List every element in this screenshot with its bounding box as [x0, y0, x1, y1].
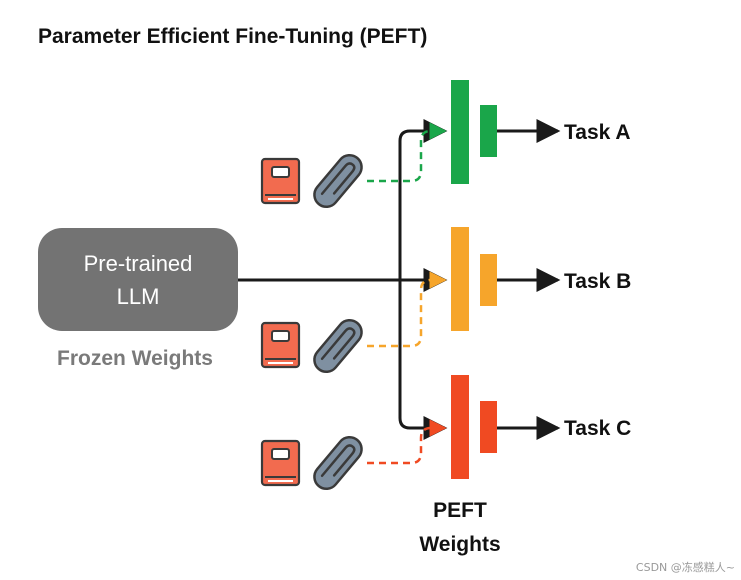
- main-connectors: [238, 119, 448, 440]
- adapter-a-short-bar: [480, 105, 497, 157]
- task-b-label: Task B: [564, 270, 631, 293]
- paperclip-icon: [313, 435, 363, 491]
- adapter-b-short-bar: [480, 254, 497, 306]
- peft-label-line2: Weights: [419, 533, 500, 556]
- peft-label-line1: PEFT: [433, 499, 487, 522]
- book-icon: [260, 439, 301, 487]
- dashed-connector-c: [367, 419, 447, 465]
- adapter-c-tall-bar: [451, 375, 469, 479]
- llm-label-line1: Pre-trained: [84, 251, 193, 276]
- task-c-label: Task C: [564, 417, 631, 440]
- dashed-connector-a: [367, 122, 447, 183]
- llm-box: [38, 228, 238, 331]
- adapter-b: [451, 227, 561, 331]
- watermark: CSDN @冻感糕人~: [636, 560, 735, 574]
- adapter-a: [451, 80, 561, 184]
- dashed-connector-b: [367, 271, 447, 348]
- paperclip-icon: [313, 153, 363, 209]
- llm-label-line2: LLM: [117, 284, 160, 309]
- book-icon: [260, 321, 301, 369]
- diagram-title: Parameter Efficient Fine-Tuning (PEFT): [38, 25, 427, 48]
- task-a-label: Task A: [564, 121, 631, 144]
- branch-line-a: [398, 119, 448, 280]
- adapter-c-short-bar: [480, 401, 497, 453]
- adapter-a-tall-bar: [451, 80, 469, 184]
- book-icon: [260, 157, 301, 205]
- adapter-c: [451, 375, 561, 479]
- paperclip-icon: [313, 318, 363, 374]
- adapter-b-tall-bar: [451, 227, 469, 331]
- frozen-weights-label: Frozen Weights: [57, 347, 213, 370]
- branch-line-c: [398, 280, 448, 440]
